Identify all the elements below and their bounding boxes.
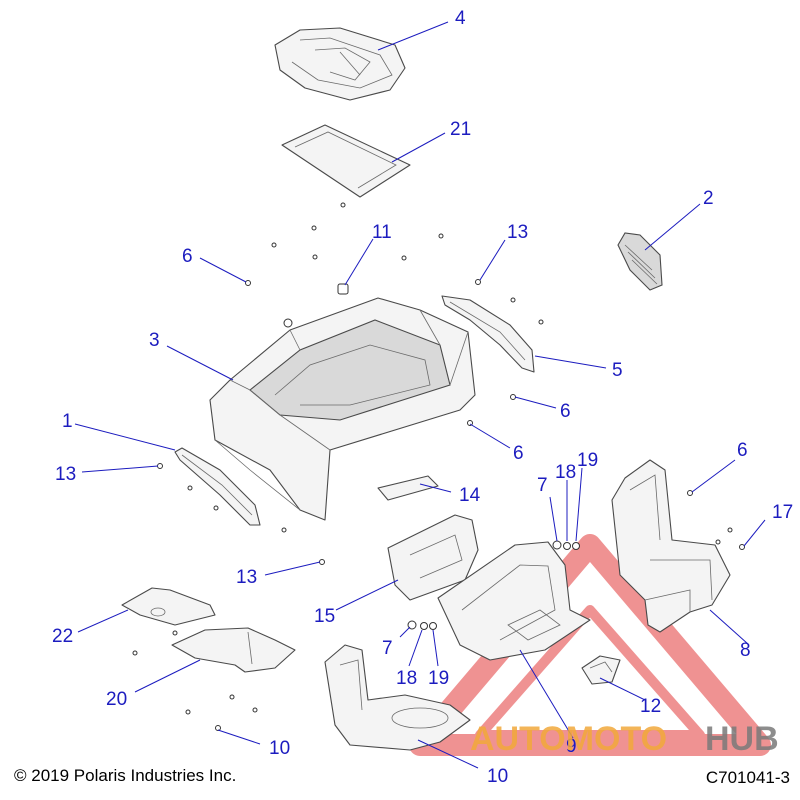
part-8-right-enclosure (611, 459, 731, 633)
leader-lines (74, 21, 766, 769)
callout-2: 2 (703, 188, 714, 209)
callout-6-lower: 6 (513, 443, 524, 464)
fasteners (132, 202, 745, 731)
callout-7-upper: 7 (537, 475, 548, 496)
callout-6-mid: 6 (560, 401, 571, 422)
callout-18-upper: 18 (555, 462, 576, 483)
drawing-number: C701041-3 (705, 768, 790, 787)
watermark-text-automoto: AUTOMOTO (470, 720, 667, 758)
callout-4: 4 (455, 8, 466, 29)
part-9-floor-panel (437, 541, 591, 661)
part-20-plate (171, 627, 296, 673)
watermark-text: AUTOMOTO HUB (470, 720, 779, 758)
callout-10: 10 (487, 766, 508, 787)
callout-8: 8 (740, 640, 751, 661)
callout-15: 15 (314, 606, 335, 627)
part-5-right-rail (441, 295, 535, 373)
part-21-mat (281, 124, 411, 198)
callout-18-lower: 18 (396, 668, 417, 689)
callout-5: 5 (612, 360, 623, 381)
callout-14: 14 (459, 485, 481, 506)
part-2-vent-grille (617, 232, 663, 291)
part-15-panel (387, 514, 479, 601)
callout-19-lower: 19 (428, 668, 449, 689)
callout-13-left: 13 (55, 464, 76, 485)
callout-1: 1 (62, 411, 73, 432)
callout-11: 11 (372, 222, 392, 243)
part-4-top-cover (274, 27, 406, 101)
callout-7-lower: 7 (382, 638, 393, 659)
part-3-cargo-box (209, 297, 476, 521)
callout-20: 20 (106, 689, 127, 710)
callout-16: 12 (640, 696, 661, 717)
callout-22: 22 (52, 626, 73, 647)
part-16-small-cover (581, 655, 621, 685)
copyright-text: © 2019 Polaris Industries Inc. (14, 766, 237, 785)
callout-12: 10 (269, 738, 290, 759)
callout-13-mid: 13 (236, 567, 257, 588)
callout-6-upper-left: 6 (182, 246, 193, 267)
callout-13-upper: 13 (507, 222, 528, 243)
callout-labels: 4 21 2 11 6 13 3 5 6 6 6 1 13 14 7 18 19… (52, 8, 793, 787)
part-1-left-rail (174, 447, 261, 526)
callout-21: 21 (450, 119, 471, 140)
callout-6-right: 6 (737, 440, 748, 461)
callout-19-upper: 19 (577, 450, 598, 471)
callout-9: 9 (566, 736, 577, 757)
watermark-text-hub: HUB (705, 720, 779, 758)
part-10-lower-enclosure (324, 644, 471, 751)
part-14-block (377, 475, 439, 501)
callout-3: 3 (149, 330, 160, 351)
part-22-plate (121, 587, 216, 626)
callout-17: 17 (772, 502, 793, 523)
